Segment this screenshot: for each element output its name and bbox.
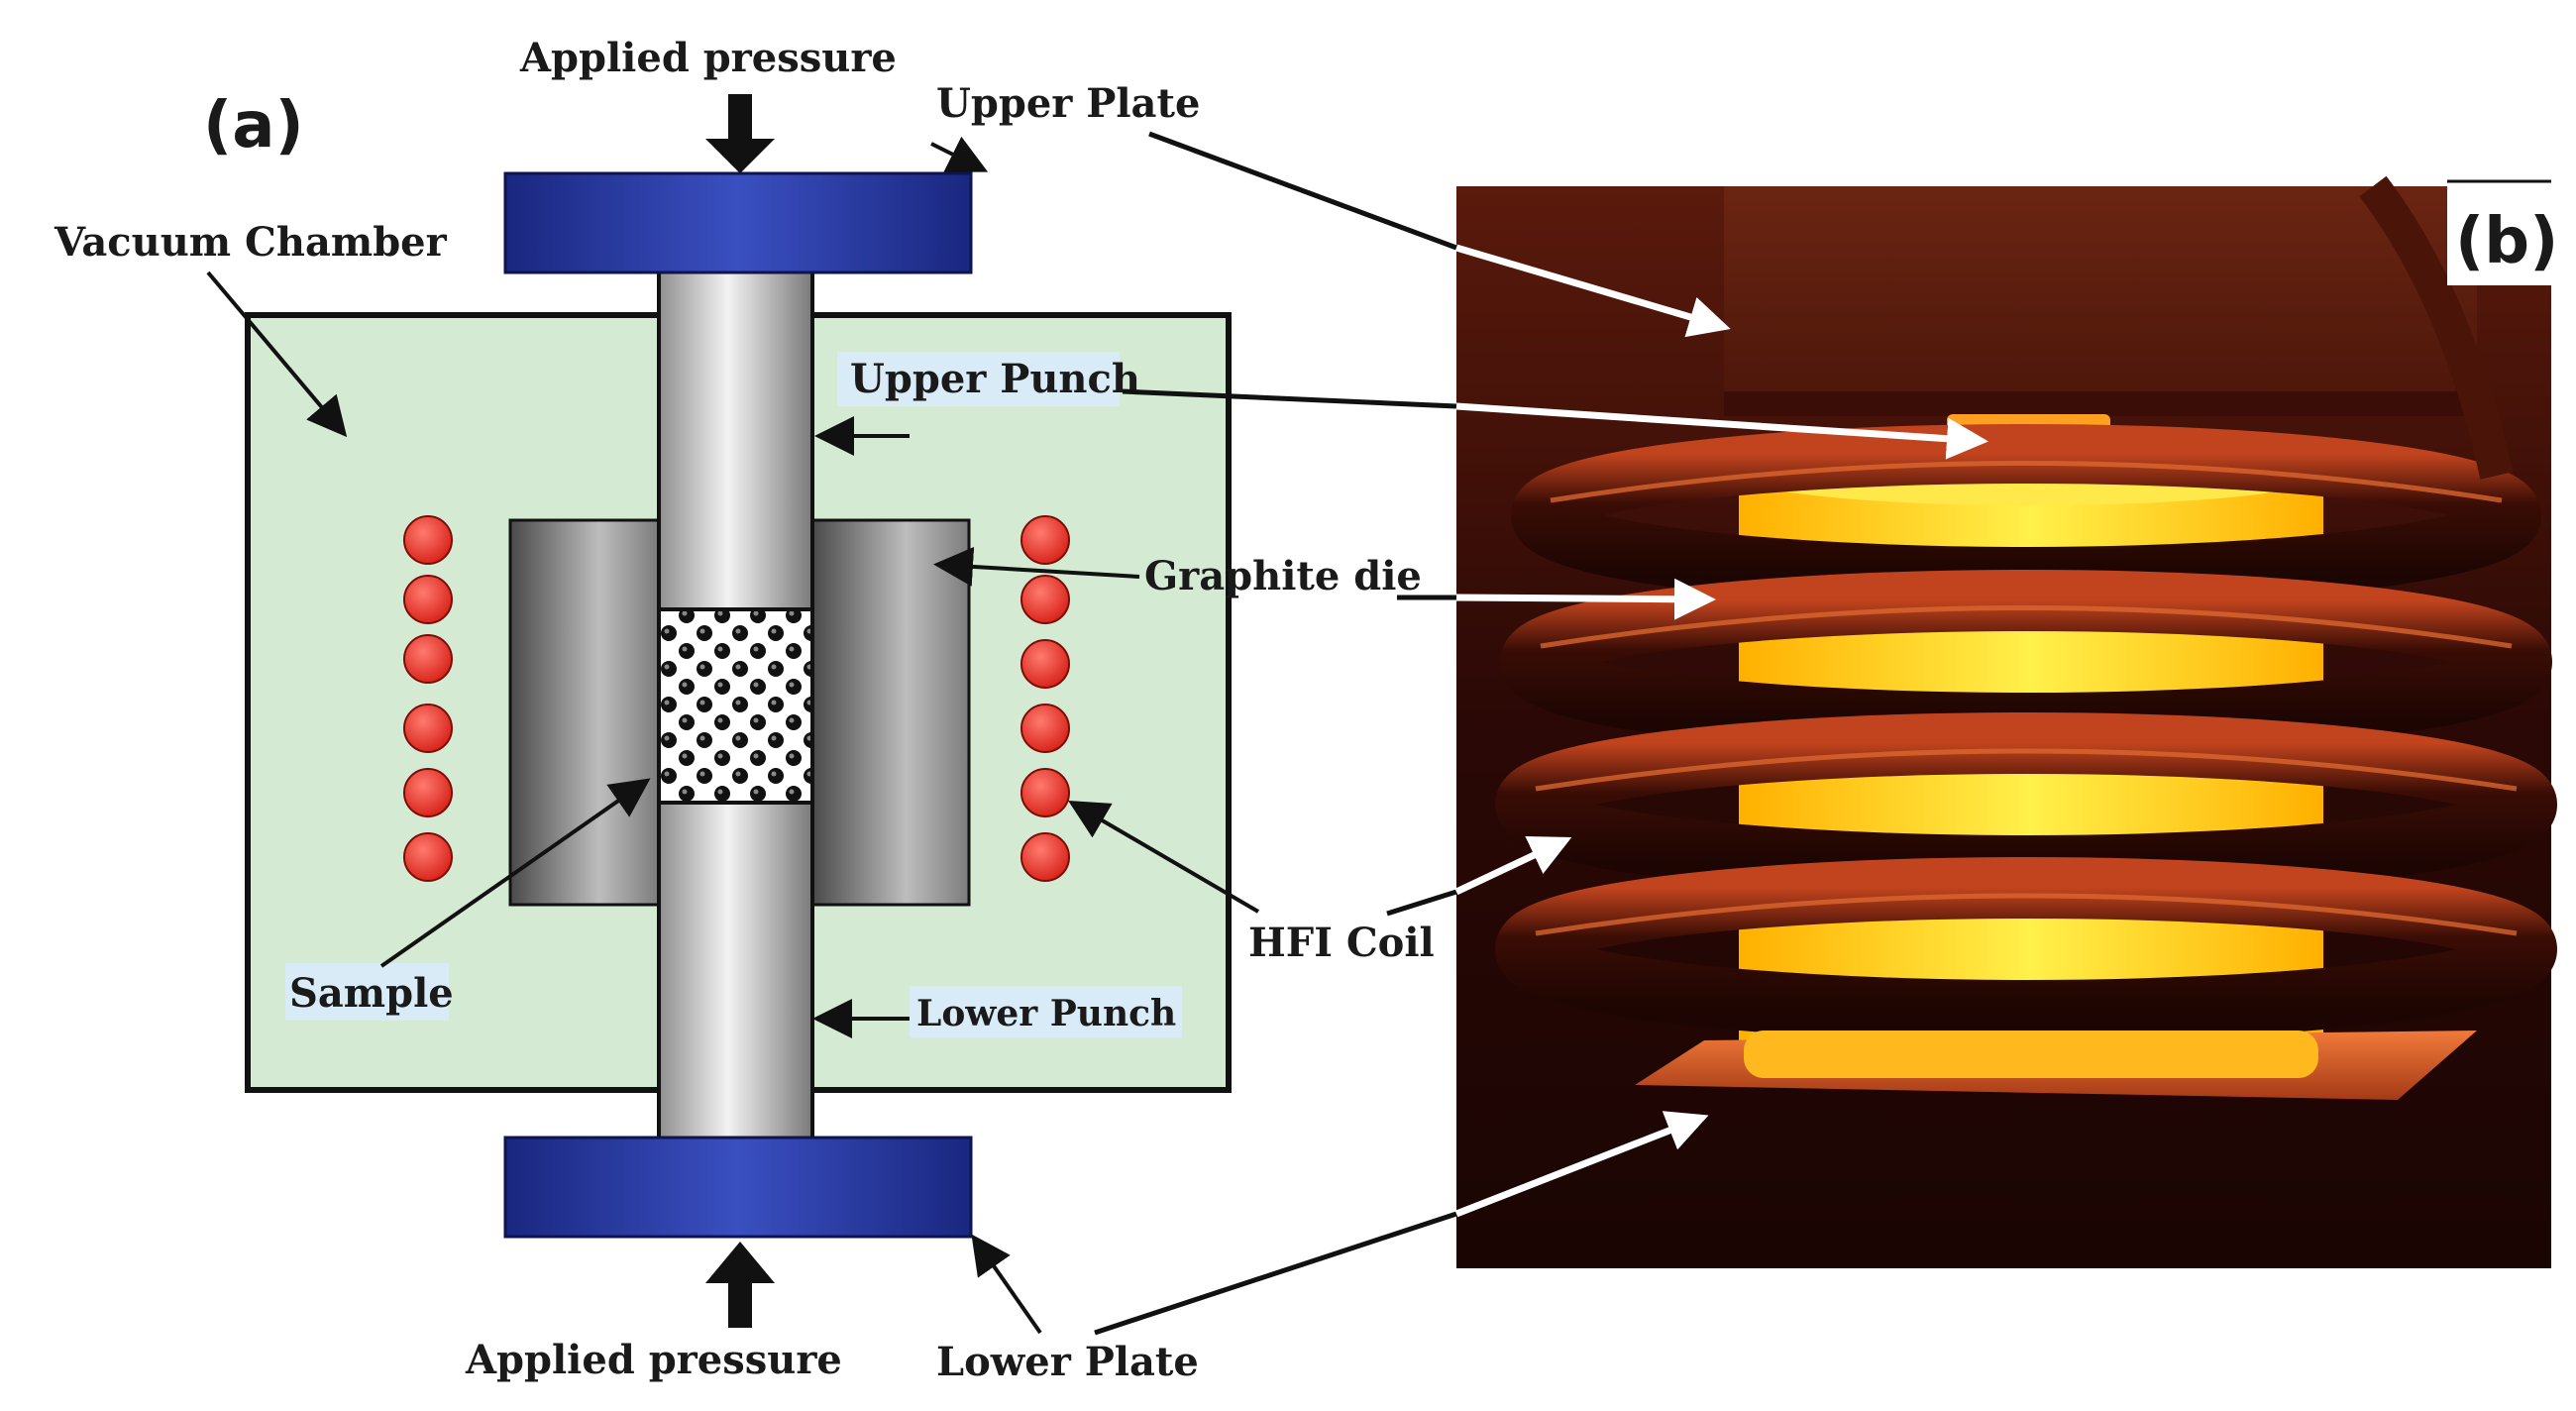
connector-lower-plate-black <box>1094 1211 1457 1336</box>
schematic-leader-arrows <box>206 136 1260 1335</box>
connector-upper-punch-black <box>1122 388 1457 409</box>
applied-pressure-bottom-label: Applied pressure <box>465 1337 842 1383</box>
upper-punch-label-box <box>837 352 1120 406</box>
upper-plate-label: Upper Plate <box>936 80 1200 127</box>
applied-pressure-top-label: Applied pressure <box>519 35 897 81</box>
lower-plate <box>503 1136 973 1239</box>
applied-pressure-arrow-top <box>705 94 775 173</box>
photo-upper-plate-shadow <box>1724 391 2477 416</box>
hfi-coil-left <box>403 515 453 882</box>
arrow-hfi-coil <box>1068 800 1260 914</box>
photo-hfi-coil <box>1495 424 2557 1041</box>
panel-label-b: (b) <box>2455 205 2558 278</box>
photo-upper-plate <box>1724 186 2477 414</box>
lower-punch-label-box <box>910 986 1182 1037</box>
connector-hfi-coil-black <box>1386 889 1457 917</box>
photo-lower-punch-glow <box>1744 1031 2318 1078</box>
photo-panel: (b) <box>1456 175 2558 1268</box>
lower-punch-label: Lower Punch <box>916 993 1176 1034</box>
connector-upper-punch-white <box>1455 402 1988 460</box>
connector-upper-plate-white <box>1455 244 1731 338</box>
connector-lower-plate-white <box>1454 1111 1709 1218</box>
graphite-die-label: Graphite die <box>1144 553 1422 599</box>
upper-plate <box>503 171 973 274</box>
upper-punch <box>657 266 814 611</box>
panel-label-a: (a) <box>203 89 304 163</box>
panel-label-b-box <box>2447 186 2551 285</box>
photo-coil-leads <box>2359 175 2514 480</box>
arrow-sample <box>379 778 651 968</box>
applied-pressure-arrow-bottom <box>705 1242 775 1328</box>
graphite-die-left <box>508 518 661 907</box>
graphite-die-right <box>810 518 971 907</box>
lower-plate-label: Lower Plate <box>936 1339 1199 1385</box>
hfi-coil-right <box>1020 515 1070 882</box>
arrow-upper-plate <box>930 136 989 172</box>
lower-punch <box>657 801 814 1141</box>
sample-label-box <box>285 963 449 1021</box>
connector-graphite-die-white <box>1455 578 1716 620</box>
arrow-lower-plate <box>971 1234 1042 1335</box>
connector-arrows <box>1094 131 1988 1336</box>
arrow-vacuum-chamber <box>206 271 348 438</box>
sample-label: Sample <box>289 970 454 1017</box>
arrow-graphite-die <box>933 546 1140 587</box>
hfi-coil-label: HFI Coil <box>1248 920 1435 966</box>
schematic-panel: (a) <box>54 35 1435 1385</box>
sample <box>657 607 814 805</box>
upper-punch-label: Upper Punch <box>850 356 1140 402</box>
photo-coil-highlights <box>1535 461 2518 936</box>
connector-hfi-coil-white <box>1454 835 1572 896</box>
connector-upper-plate-black <box>1148 131 1457 251</box>
vacuum-chamber-label: Vacuum Chamber <box>54 219 448 266</box>
